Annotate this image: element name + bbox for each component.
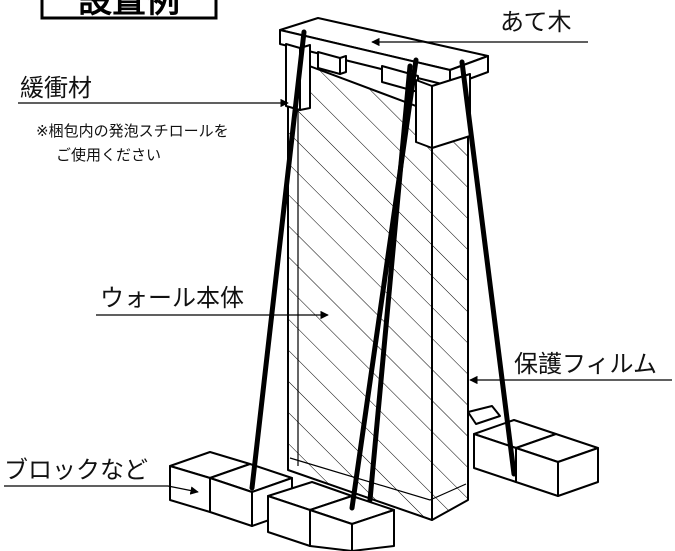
label-film: 保護フィルム (514, 350, 657, 378)
label-note-line2: ご使用ください (56, 146, 161, 164)
wall-body (287, 57, 469, 521)
cushion-mid (317, 51, 347, 75)
block-group-center (267, 481, 395, 551)
label-wall: ウォール本体 (100, 284, 244, 312)
label-wood: あて木 (500, 8, 572, 36)
leader-lines (4, 37, 672, 495)
title-text: 設置例 (78, 0, 180, 21)
block-group-right (467, 405, 599, 497)
title-box: 設置例 (40, 0, 218, 21)
label-note-line1: ※梱包内の発泡スチロールを (36, 122, 229, 140)
straps (249, 29, 517, 511)
label-blocks: ブロックなど (4, 456, 148, 484)
label-cushion: 緩衝材 (20, 74, 92, 102)
cushion-right (381, 65, 471, 149)
cushion-left (285, 43, 311, 111)
